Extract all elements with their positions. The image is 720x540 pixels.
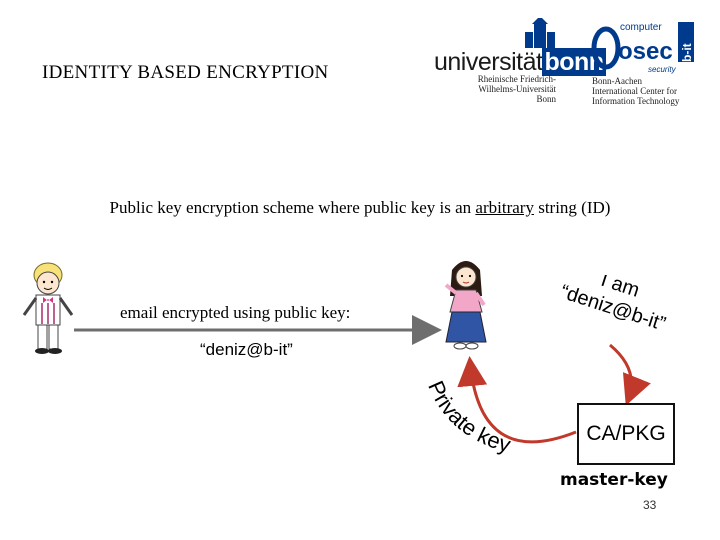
university-word: universität (434, 48, 543, 76)
bit-cosec-logo: computer osec b-it security Bonn-Aachen … (590, 18, 700, 108)
bit-subtitle: Bonn-Aachen International Center for Inf… (592, 76, 679, 106)
bit-subtitle-line: Information Technology (592, 96, 680, 106)
logo-computer-text: computer (620, 22, 662, 33)
slide-title: IDENTITY BASED ENCRYPTION (42, 62, 329, 83)
description-text: Public key encryption scheme where publi… (109, 198, 476, 217)
receiver-figure-icon (444, 261, 487, 350)
page-number: 33 (643, 498, 657, 512)
bit-subtitle-line: International Center for (592, 86, 677, 96)
cosec-emblem-icon: computer osec b-it security (591, 22, 694, 74)
id-request-arrow (609, 343, 651, 406)
sender-figure-icon (22, 262, 74, 354)
master-key-label: master-key (560, 470, 668, 490)
receiver-speech: I am “deniz@b-it” (558, 275, 669, 336)
private-key-label: Private key (423, 377, 513, 457)
logo-bit-text: b-it (680, 43, 694, 62)
ca-pkg-box: CA/PKG (577, 403, 675, 465)
description-text: string (ID) (533, 198, 611, 217)
private-key-arrow (457, 356, 577, 444)
description-underlined: arbitrary (475, 198, 534, 217)
public-key-id-label: “deniz@b-it” (200, 340, 293, 359)
private-key-text: Private key (423, 377, 513, 457)
email-encrypted-label: email encrypted using public key: (120, 303, 351, 322)
bit-subtitle-line: Bonn-Aachen (592, 76, 642, 86)
logo-osec-text: osec (618, 38, 673, 65)
university-subtitle: Rheinische Friedrich-Wilhelms-Universitä… (477, 74, 556, 104)
scheme-description: Public key encryption scheme where publi… (0, 198, 720, 218)
ca-pkg-label: CA/PKG (586, 422, 666, 445)
castle-icon (525, 18, 555, 48)
logo-security-text: security (648, 65, 677, 74)
